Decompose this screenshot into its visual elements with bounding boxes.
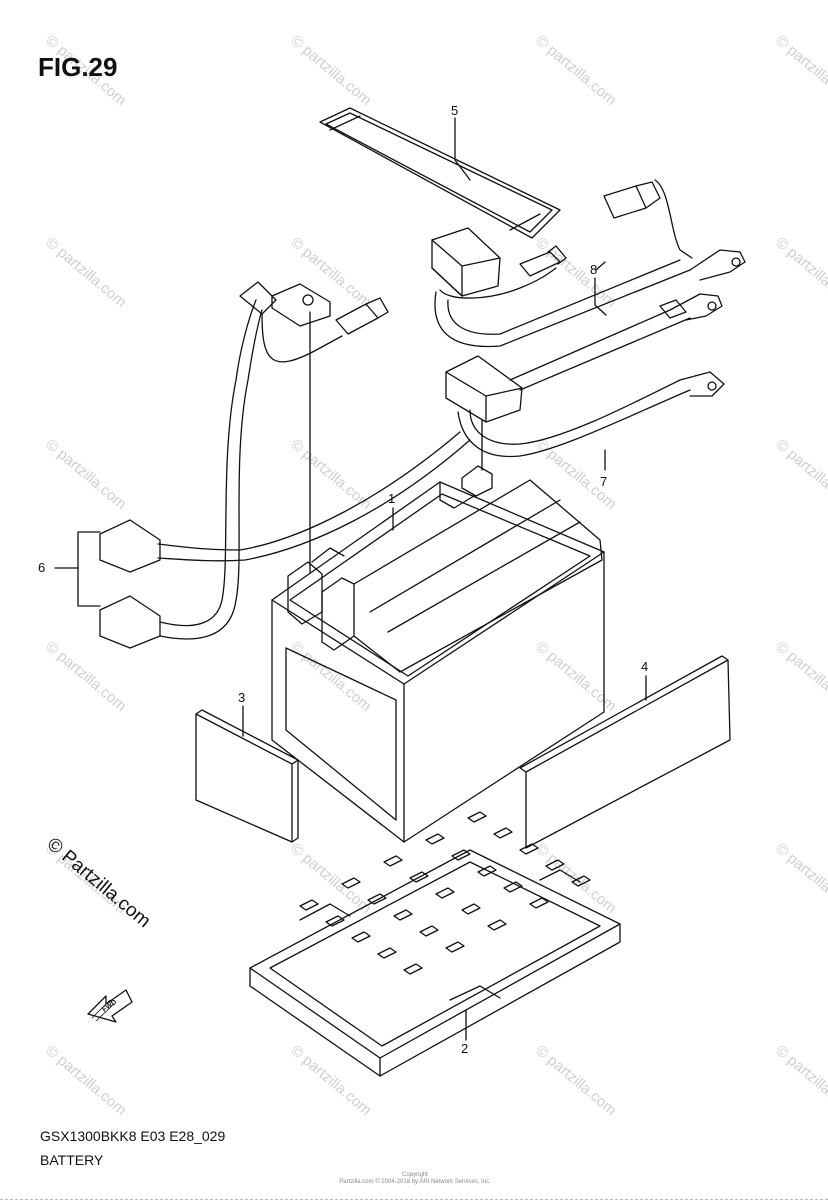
tray-slot xyxy=(487,919,507,931)
tray-slot xyxy=(367,893,387,905)
tray-slot xyxy=(493,827,513,839)
tray-slot xyxy=(545,859,565,871)
figure-code: GSX1300BKK8 E03 E28_029 xyxy=(40,1128,226,1144)
tray-slot xyxy=(299,899,319,911)
page-edge xyxy=(0,1193,828,1200)
copyright-notice: Copyright Partzilla.com © 2004-2018 by A… xyxy=(330,1172,500,1186)
tray-slot xyxy=(383,855,403,867)
tray-slot xyxy=(435,887,455,899)
figure-name: BATTERY xyxy=(40,1152,104,1168)
callout-3: 3 xyxy=(238,690,245,705)
battery-cable-7 xyxy=(445,355,725,497)
tray-slots xyxy=(299,811,591,975)
watermark-text: © partzilla.com xyxy=(532,32,619,109)
tray-slot xyxy=(571,875,591,887)
watermark-text: © partzilla.com xyxy=(772,840,828,917)
tray-slot xyxy=(461,903,481,915)
tray-slot xyxy=(445,941,465,953)
watermark-text: © partzilla.com xyxy=(42,234,129,311)
fwd-arrow-icon xyxy=(87,989,133,1023)
watermark-text: © partzilla.com xyxy=(772,638,828,715)
tray-slot xyxy=(403,963,423,975)
tray-slot xyxy=(467,811,487,823)
callout-7: 7 xyxy=(600,474,607,489)
watermark-text: © partzilla.com xyxy=(532,638,619,715)
watermark-text: © partzilla.com xyxy=(772,234,828,311)
tray-slot xyxy=(351,931,371,943)
leader-lines xyxy=(54,117,647,1041)
watermark-text: © partzilla.com xyxy=(532,840,619,917)
tray-slot xyxy=(425,833,445,845)
figure-title: FIG.29 xyxy=(38,52,118,82)
watermark-text: © partzilla.com xyxy=(287,638,374,715)
callout-6: 6 xyxy=(38,560,45,575)
wiring-harness-6 xyxy=(99,281,471,649)
tray-slot xyxy=(503,881,523,893)
wiring-harness-8 xyxy=(431,179,746,391)
tray-slot xyxy=(519,843,539,855)
copyright-line: Partzilla.com © 2004-2018 by ARI Network… xyxy=(339,1179,491,1185)
watermark-text: © partzilla.com xyxy=(42,1042,129,1119)
watermark-text: © partzilla.com xyxy=(772,1042,828,1119)
watermark-text: © partzilla.com xyxy=(772,436,828,513)
tray-slot xyxy=(377,947,397,959)
watermark-text: © partzilla.com xyxy=(42,638,129,715)
watermark-text: © partzilla.com xyxy=(287,32,374,109)
callout-4: 4 xyxy=(641,659,648,674)
callout-2: 2 xyxy=(461,1041,468,1056)
tray-slot xyxy=(419,925,439,937)
battery-pad-4 xyxy=(519,655,731,849)
tray-slot xyxy=(393,909,413,921)
tray-slot xyxy=(451,849,471,861)
watermark-text: © partzilla.com xyxy=(532,234,619,311)
copyright-line: Copyright xyxy=(402,1172,428,1178)
tray-slot xyxy=(409,871,429,883)
watermark-text: © partzilla.com xyxy=(532,1042,619,1119)
watermark-text: © partzilla.com xyxy=(287,234,374,311)
battery-tray xyxy=(249,849,621,1077)
callout-5: 5 xyxy=(451,103,458,118)
tray-slot xyxy=(325,915,345,927)
tray-slot xyxy=(529,897,549,909)
battery xyxy=(271,479,605,843)
callout-8: 8 xyxy=(590,262,597,277)
tray-slot xyxy=(477,865,497,877)
watermark-text: © partzilla.com xyxy=(42,436,129,513)
battery-strap xyxy=(319,107,561,239)
watermark-text: © partzilla.com xyxy=(772,32,828,109)
battery-pad-3 xyxy=(195,709,299,843)
watermark-text: © partzilla.com xyxy=(287,436,374,513)
brand-stamp: © Partzilla.com xyxy=(43,834,155,932)
callout-1: 1 xyxy=(388,491,395,506)
tray-slot xyxy=(341,877,361,889)
watermark-text: © partzilla.com xyxy=(287,1042,374,1119)
watermark-layer: © partzilla.com © partzilla.com © partzill… xyxy=(42,32,828,1119)
